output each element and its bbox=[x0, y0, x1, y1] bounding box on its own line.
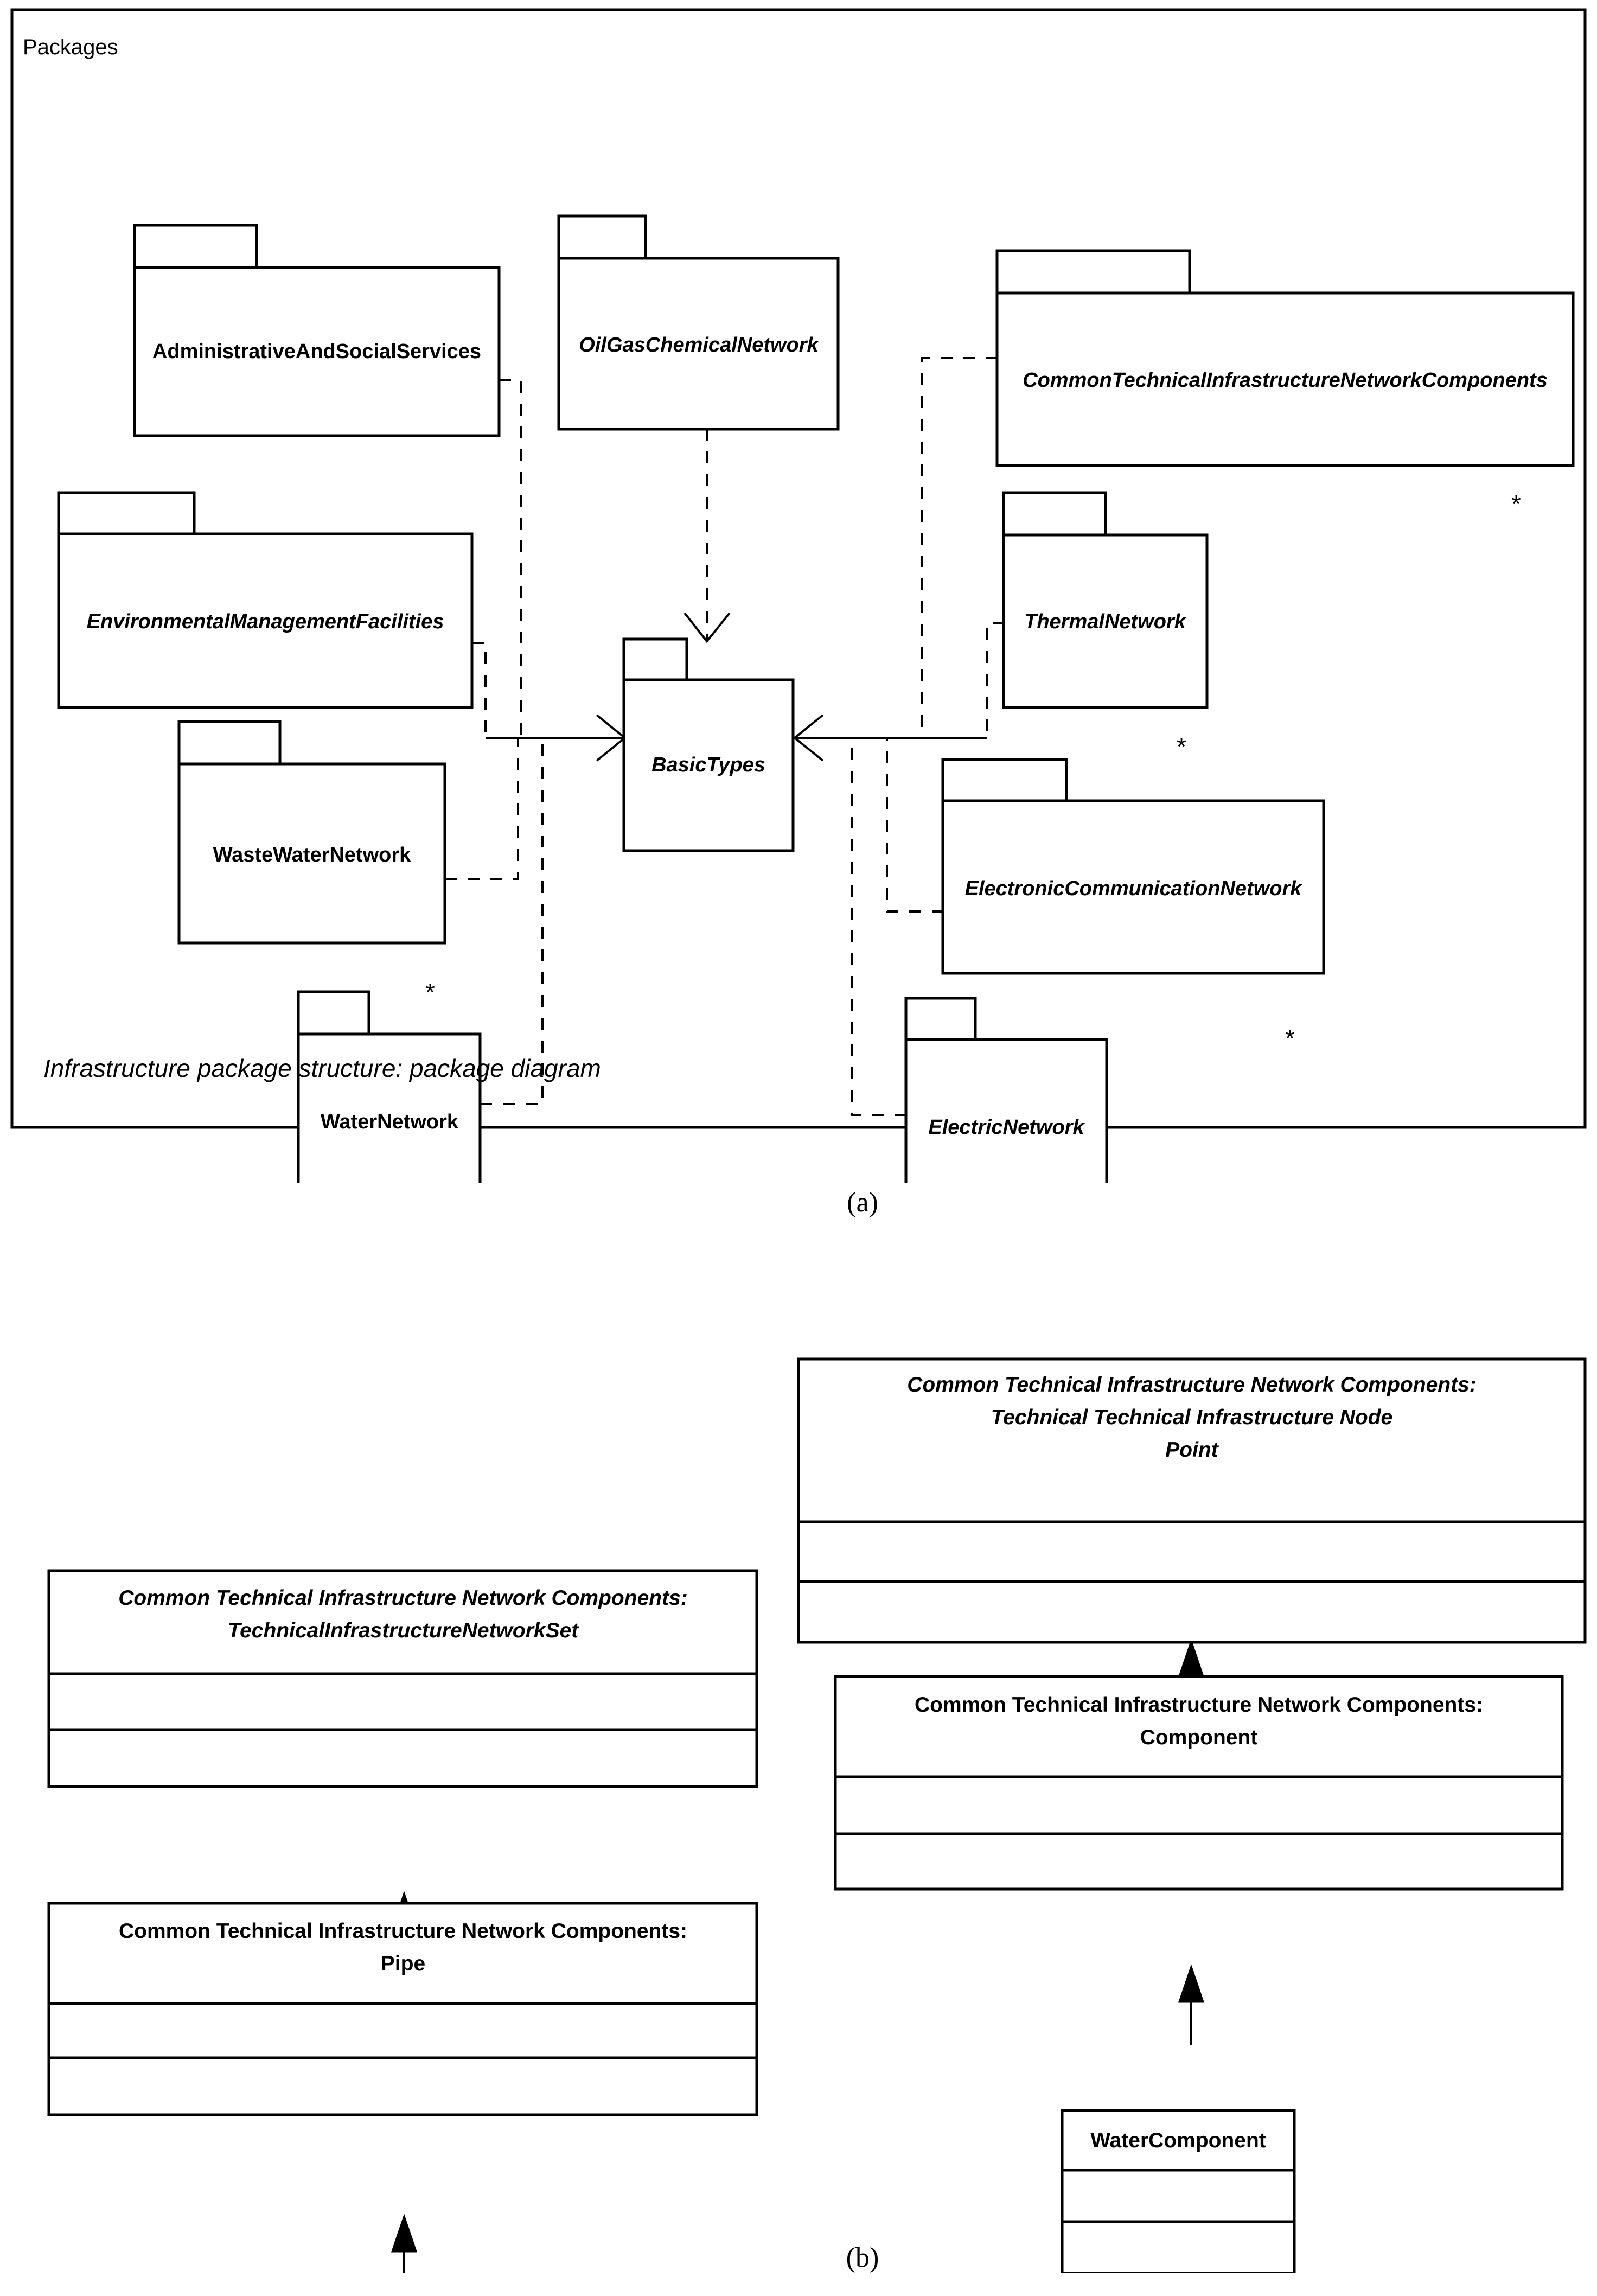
class-attribute-compartment bbox=[1061, 2169, 1296, 2223]
class-title-line-1: Common Technical Infrastructure Network … bbox=[907, 1373, 1477, 1396]
package-body bbox=[177, 762, 446, 945]
dependency-oilgas-arrowhead bbox=[683, 612, 731, 643]
package-waste-water-network[interactable]: WasteWaterNetwork bbox=[177, 720, 446, 945]
dependency-environmental bbox=[472, 642, 487, 738]
dependency-electric bbox=[851, 739, 907, 1116]
package-label: WaterNetwork bbox=[321, 1111, 459, 1133]
package-label: OilGasChemicalNetwork bbox=[579, 334, 819, 356]
class-component[interactable]: Common Technical Infrastructure Network … bbox=[834, 1675, 1564, 1891]
generalization-watercomponent-to-component-arrowhead bbox=[1178, 1964, 1205, 2003]
package-body bbox=[1002, 533, 1209, 709]
package-tab bbox=[1002, 491, 1107, 538]
package-body bbox=[622, 678, 795, 852]
package-tab bbox=[622, 637, 688, 683]
package-label: EnvironmentalManagementFacilities bbox=[87, 610, 444, 633]
package-tab bbox=[133, 224, 258, 270]
class-title-line-1: Common Technical Infrastructure Network … bbox=[119, 1919, 687, 1943]
panel-a-caption: Infrastructure package structure: packag… bbox=[43, 1054, 601, 1082]
panel-a-letter-container: (a) bbox=[847, 1187, 878, 1218]
star-marker-electroniccomm: * bbox=[1285, 1024, 1295, 1053]
package-label: AdministrativeAndSocialServices bbox=[152, 340, 481, 363]
panel-b-letter: (b) bbox=[846, 2242, 879, 2273]
package-tab bbox=[904, 997, 977, 1042]
package-electronic-communication-network[interactable]: ElectronicCommunicationNetwork bbox=[941, 758, 1325, 975]
package-electric-network[interactable]: ElectricNetwork bbox=[904, 997, 1108, 1183]
dependency-thermal bbox=[986, 622, 1005, 738]
generalization-component-to-nodepoint-arrowhead bbox=[1178, 1638, 1205, 1678]
package-body bbox=[57, 532, 474, 709]
package-oil-gas-chemical-network[interactable]: OilGasChemicalNetwork bbox=[557, 214, 840, 431]
panel-b-class-diagram: Common Technical Infrastructure Network … bbox=[47, 1357, 1587, 2273]
class-title-line-1: Common Technical Infrastructure Network … bbox=[118, 1586, 688, 1610]
package-body bbox=[941, 799, 1325, 975]
class-operation-compartment bbox=[47, 2056, 758, 2116]
package-tab bbox=[297, 990, 370, 1037]
package-label: CommonTechnicalInfrastructureNetworkComp… bbox=[1023, 369, 1548, 392]
dependency-administrative bbox=[499, 379, 522, 738]
class-title-line-3: Point bbox=[1165, 1438, 1219, 1462]
package-thermal-network[interactable]: ThermalNetwork bbox=[1002, 491, 1209, 709]
dependency-electroniccomm bbox=[886, 739, 944, 913]
package-tab bbox=[941, 758, 1068, 803]
package-environmental-management-facilities[interactable]: EnvironmentalManagementFacilities bbox=[57, 491, 474, 709]
class-water-component[interactable]: WaterComponent bbox=[1061, 2109, 1296, 2273]
package-body bbox=[904, 1038, 1108, 1183]
package-label: ThermalNetwork bbox=[1024, 610, 1187, 633]
panel-a-letter: (a) bbox=[847, 1187, 878, 1218]
class-attribute-compartment bbox=[797, 1520, 1587, 1583]
package-body bbox=[995, 291, 1575, 467]
package-administrative-and-social-services[interactable]: AdministrativeAndSocialServices bbox=[133, 224, 501, 437]
star-marker-commontech: * bbox=[1511, 490, 1521, 518]
star-marker-thermal: * bbox=[1177, 732, 1186, 761]
class-title-line-2: Component bbox=[1140, 1726, 1258, 1749]
package-basic-types[interactable]: BasicTypes bbox=[622, 637, 795, 852]
package-label: WasteWaterNetwork bbox=[213, 844, 411, 866]
panel-b-letter-container: (b) bbox=[846, 2242, 879, 2273]
class-pipe[interactable]: Common Technical Infrastructure Network … bbox=[47, 1902, 758, 2116]
package-label: BasicTypes bbox=[651, 754, 765, 776]
class-name-compartment bbox=[797, 1357, 1587, 1523]
package-common-technical-infrastructure-network-components[interactable]: CommonTechnicalInfrastructureNetworkComp… bbox=[995, 249, 1575, 467]
class-operation-compartment bbox=[47, 1728, 758, 1788]
package-tab bbox=[177, 720, 282, 767]
class-name-compartment bbox=[834, 1675, 1564, 1778]
class-attribute-compartment bbox=[47, 2002, 758, 2059]
class-name-compartment bbox=[1061, 2109, 1296, 2172]
class-title-line-2: Technical Technical Infrastructure Node bbox=[991, 1406, 1392, 1429]
class-name-compartment bbox=[47, 1569, 758, 1675]
class-operation-compartment bbox=[1061, 2220, 1296, 2273]
class-technical-infrastructure-network-set[interactable]: Common Technical Infrastructure Network … bbox=[47, 1569, 758, 1788]
dependency-wastewater bbox=[445, 739, 519, 880]
generalization-waterpipeline-to-pipe-arrowhead bbox=[391, 2214, 418, 2253]
package-tab bbox=[557, 214, 647, 261]
dependency-right-arrowhead bbox=[793, 714, 824, 762]
class-operation-compartment bbox=[834, 1832, 1564, 1891]
dependency-waternetwork bbox=[480, 739, 544, 1105]
package-body bbox=[133, 266, 501, 437]
class-title-line-2: TechnicalInfrastructureNetworkSet bbox=[228, 1619, 580, 1642]
package-label: ElectronicCommunicationNetwork bbox=[965, 877, 1303, 900]
package-water-network[interactable]: WaterNetwork bbox=[297, 990, 482, 1183]
panel-a-package-diagram: Packages AdministrativeAndSoci bbox=[10, 8, 1587, 1183]
class-title-line-1: WaterComponent bbox=[1090, 2129, 1266, 2152]
panel-a-frame-title: Packages bbox=[23, 35, 118, 59]
class-attribute-compartment bbox=[47, 1672, 758, 1731]
package-tab bbox=[57, 491, 196, 537]
dependency-commontech bbox=[921, 357, 998, 738]
package-body bbox=[297, 1032, 482, 1183]
class-title-line-2: Pipe bbox=[381, 1952, 425, 1975]
class-technical-infrastructure-node-point[interactable]: Common Technical Infrastructure Network … bbox=[797, 1357, 1587, 1644]
class-attribute-compartment bbox=[834, 1775, 1564, 1835]
class-title-line-1: Common Technical Infrastructure Network … bbox=[915, 1693, 1483, 1717]
package-body bbox=[557, 257, 840, 431]
star-marker-wastewater: * bbox=[425, 978, 435, 1006]
package-tab bbox=[995, 249, 1191, 296]
class-operation-compartment bbox=[797, 1580, 1587, 1644]
package-label: ElectricNetwork bbox=[928, 1116, 1085, 1139]
